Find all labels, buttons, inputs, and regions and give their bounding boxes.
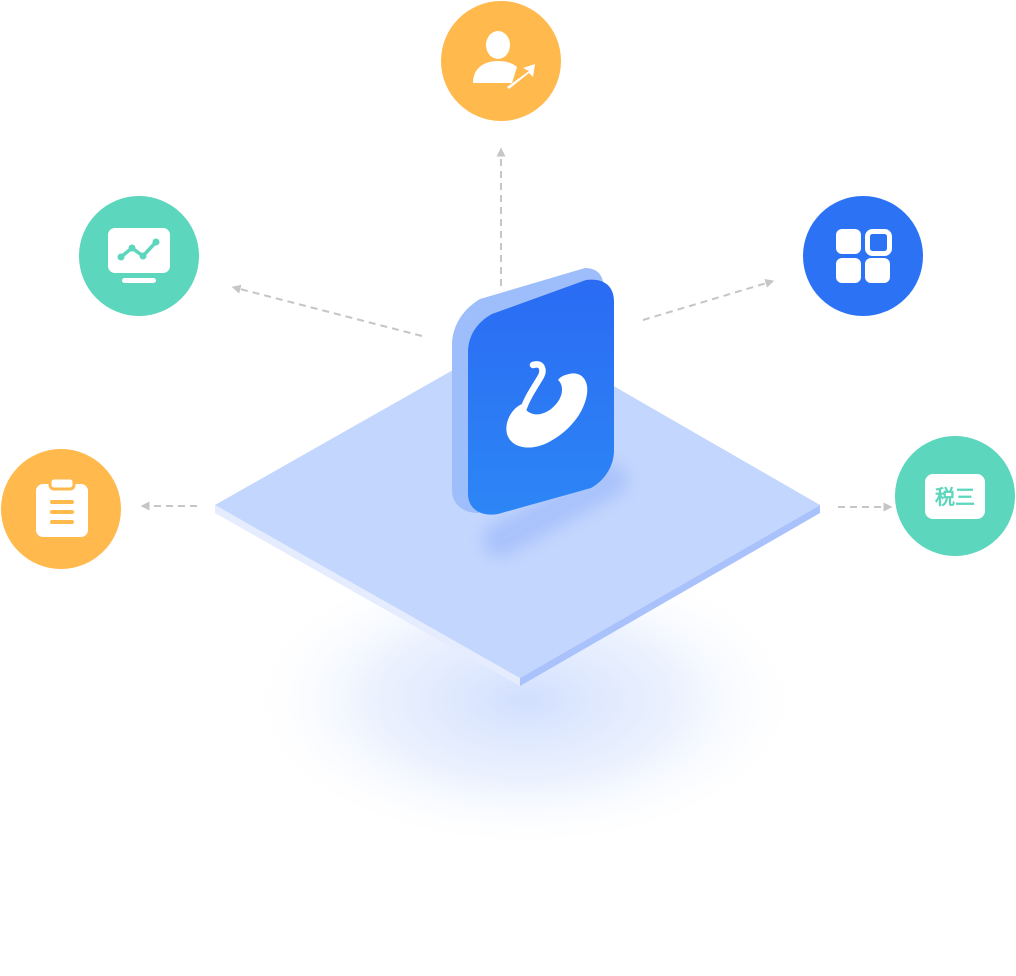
arrow-to-left-upper [231,284,423,337]
app-grid-icon [836,229,892,283]
clipboard-icon [36,476,88,537]
app-logo-icon [506,361,588,448]
node-right-upper-circle [803,196,923,316]
platform-edge-left [215,505,520,686]
node-right-upper [803,196,923,316]
tax-card-icon: 税三 [925,474,985,519]
tax-card-label: 税三 [935,485,975,509]
arrow-to-right-upper [642,278,775,321]
app-tile-shadow [483,463,627,557]
node-left-lower [1,449,121,569]
app-tile-front [468,279,614,515]
monitor-chart-icon [108,228,170,283]
platform-edge-right [520,505,820,686]
app-tile [452,268,614,515]
ground-shadow [245,550,805,850]
user-growth-icon [473,31,535,89]
node-top-circle [441,1,561,121]
node-top [441,1,561,121]
node-right-lower: 税三 [895,436,1015,556]
connectors [140,147,893,512]
node-left-upper [79,196,199,316]
